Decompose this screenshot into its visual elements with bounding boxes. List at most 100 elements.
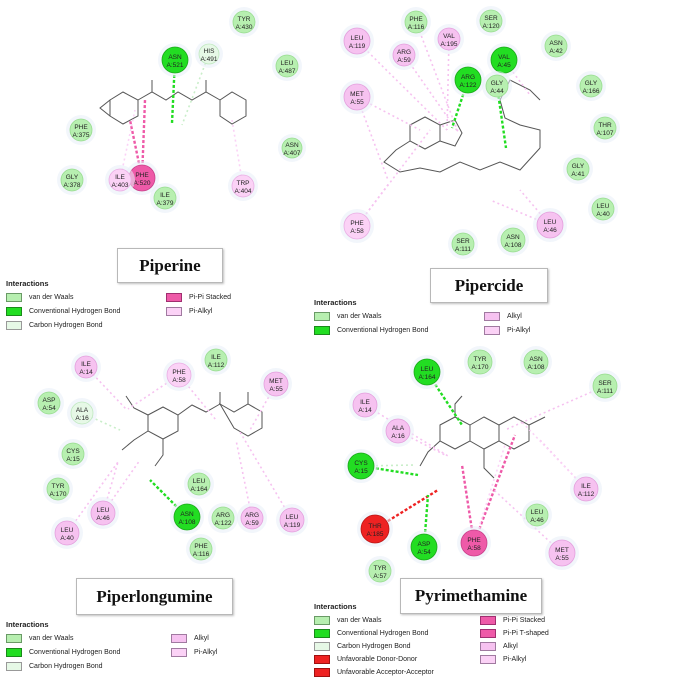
- residue-name-label: LEU: [351, 35, 364, 42]
- residue-disc: [451, 232, 475, 256]
- residue-name-label: HIS: [204, 48, 216, 55]
- legend-swatch: [6, 662, 22, 671]
- residue-disc: [385, 418, 411, 444]
- interaction-line: [235, 439, 253, 519]
- residue-disc: [211, 506, 235, 530]
- residue-number-label: A:116: [193, 551, 210, 558]
- residue-number-label: A:375: [73, 132, 90, 139]
- residue-name-label: GLY: [572, 163, 585, 170]
- residue-number-label: A:46: [543, 227, 557, 234]
- residue-name-label: LEU: [544, 219, 557, 226]
- interaction-line: [460, 464, 476, 544]
- residue-disc: [198, 43, 220, 65]
- interaction-line: [364, 404, 449, 457]
- residue-number-label: A:41: [571, 171, 585, 178]
- legend-title: Interactions: [6, 620, 49, 629]
- legend-item: Unfavorable Donor-Donor: [314, 655, 417, 664]
- residue-name-label: ALA: [76, 407, 89, 414]
- residue-name-label: LEU: [97, 507, 110, 514]
- residue-number-label: A:122: [215, 520, 232, 527]
- residue-number-label: A:119: [284, 522, 301, 529]
- residue-number-label: A:403: [112, 182, 129, 189]
- residue-disc: [161, 46, 189, 74]
- legend-item: van der Waals: [314, 312, 381, 321]
- residue-name-label: ASP: [42, 397, 55, 404]
- bond-path: [218, 402, 263, 437]
- bond-path: [99, 99, 111, 117]
- legend-swatch: [6, 634, 22, 643]
- legend-label: Conventional Hydrogen Bond: [337, 630, 429, 637]
- legend-item: Pi-Alkyl: [171, 648, 217, 657]
- residue-number-label: A:40: [596, 211, 610, 218]
- residue-disc: [404, 10, 428, 34]
- residue-number-label: A:107: [597, 130, 614, 137]
- residue-number-label: A:57: [373, 573, 387, 580]
- legend-item: Carbon Hydrogen Bond: [6, 662, 103, 671]
- residue-name-label: ILE: [360, 399, 370, 406]
- legend-title: Interactions: [6, 279, 49, 288]
- residue-number-label: A:404: [235, 188, 252, 195]
- residue-number-label: A:58: [172, 377, 186, 384]
- residue-disc: [410, 533, 438, 561]
- legend-label: Pi-Alkyl: [503, 656, 527, 663]
- panel-title-piperlongumine: Piperlongumine: [76, 578, 233, 615]
- interaction-line: [473, 444, 506, 544]
- residue-name-label: TYR: [474, 356, 487, 363]
- residue-disc: [593, 116, 617, 140]
- residue-disc: [352, 392, 378, 418]
- residue-disc: [592, 373, 618, 399]
- legend-label: Carbon Hydrogen Bond: [337, 643, 411, 650]
- residue-disc: [566, 157, 590, 181]
- residue-disc: [187, 472, 211, 496]
- residue-number-label: A:185: [367, 531, 384, 538]
- residue-name-label: ILE: [81, 361, 91, 368]
- residue-name-label: ARG: [397, 49, 411, 56]
- residue-name-label: ASN: [506, 234, 520, 241]
- residue-name-label: ILE: [581, 483, 591, 490]
- residue-number-label: A:55: [269, 386, 283, 393]
- residue-disc: [74, 355, 98, 379]
- legend-swatch: [480, 642, 496, 651]
- residue-number-label: A:16: [75, 415, 89, 422]
- legend-label: Carbon Hydrogen Bond: [29, 322, 103, 329]
- legend-swatch: [314, 312, 330, 321]
- residue-disc: [70, 401, 94, 425]
- legend-item: Pi-Alkyl: [484, 326, 530, 335]
- residue-disc: [173, 503, 201, 531]
- residue-number-label: A:54: [417, 549, 431, 556]
- residue-name-label: ASN: [168, 54, 182, 61]
- residue-disc: [368, 559, 392, 583]
- residue-name-label: ILE: [211, 354, 221, 361]
- residue-disc: [108, 168, 132, 192]
- residue-number-label: A:112: [578, 491, 595, 498]
- residue-disc: [232, 10, 256, 34]
- residue-disc: [204, 348, 228, 372]
- bond-path: [419, 440, 441, 467]
- residue-disc: [343, 212, 371, 240]
- residue-number-label: A:46: [530, 517, 544, 524]
- interaction-line: [397, 430, 446, 456]
- interaction-line: [356, 129, 431, 227]
- residue-number-label: A:111: [597, 388, 613, 395]
